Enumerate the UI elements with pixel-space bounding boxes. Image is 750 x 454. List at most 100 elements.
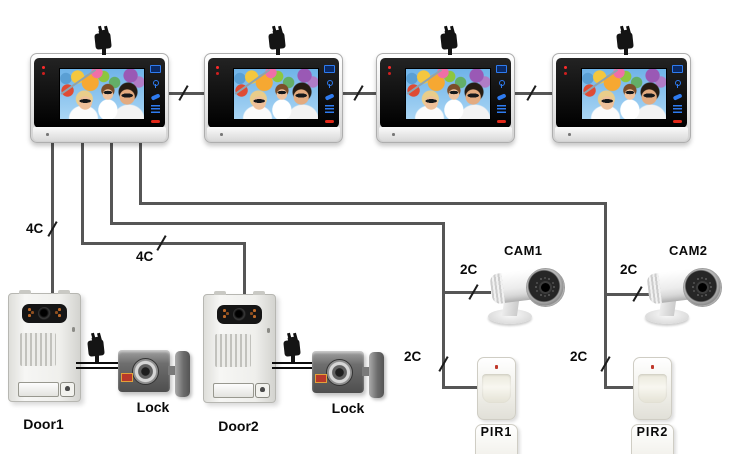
monitor-screen [233, 68, 319, 120]
indoor-monitor-3 [376, 25, 515, 143]
monitor-screen [59, 68, 145, 120]
mount-clip [214, 291, 226, 295]
wire-cam1-branch [442, 291, 491, 294]
door-station-2 [203, 291, 276, 403]
menu-icon [496, 104, 506, 113]
door-station-1 [8, 290, 81, 402]
label-pir1: PIR1 [475, 424, 518, 454]
speaker-grille [215, 334, 251, 367]
ir-led-icon [28, 308, 31, 311]
unlock-key-icon [497, 79, 506, 88]
cable-label-2c-cam1: 2C [460, 262, 478, 277]
adapter-cable [276, 48, 280, 55]
camera-bracket [501, 301, 520, 316]
cable-label-4c-door1: 4C [26, 221, 44, 236]
menu-icon [324, 104, 334, 113]
call-button [18, 382, 59, 397]
label-lock1: Lock [136, 399, 170, 415]
selfie-stick [60, 69, 96, 95]
end-call-icon [496, 119, 506, 123]
touch-button-column [495, 65, 507, 123]
talk-icon [672, 92, 682, 100]
menu-icon [672, 104, 682, 113]
lock-label-tag [121, 373, 133, 382]
mic-hole-icon [392, 133, 395, 136]
door-camera-window [217, 305, 262, 324]
power-adapter-monitor-1 [92, 25, 116, 55]
power-adapter-monitor-2 [266, 25, 290, 55]
wire-cam2-branch [604, 293, 649, 296]
end-call-icon [672, 119, 682, 123]
adapter-cable [448, 48, 452, 55]
selfie-stick [406, 69, 442, 95]
selfie-stick [582, 69, 618, 95]
pir-led-icon [495, 365, 498, 369]
lock-cylinder [326, 359, 353, 386]
strike-plate-1 [175, 351, 190, 397]
wire-cam1-pir1-trunk [442, 222, 445, 389]
menu-icon [150, 104, 160, 113]
talk-icon [324, 92, 334, 100]
unlock-key-icon [151, 79, 160, 88]
cable-label-4c-door2: 4C [136, 249, 154, 264]
status-led-icon [564, 66, 567, 69]
mount-clip [19, 290, 31, 294]
power-adapter-monitor-3 [438, 25, 462, 55]
call-button [213, 383, 254, 398]
touch-button-column [149, 65, 161, 123]
status-led-icon [42, 66, 45, 69]
pir-lens-window [482, 374, 511, 403]
camera-lens-face [526, 268, 565, 307]
wire-pir1-branch [442, 386, 480, 389]
mount-clip [58, 290, 70, 294]
electric-lock-2 [312, 351, 371, 393]
end-call-icon [150, 119, 160, 123]
pir-sensor-2 [633, 357, 672, 420]
wire-door2-horizontal [81, 242, 246, 245]
wire-monitor3-monitor4 [513, 92, 552, 95]
unlock-key-icon [325, 79, 334, 88]
monitor-screen [405, 68, 491, 120]
adapter-cable [102, 48, 106, 55]
monitor-bezel [34, 58, 165, 128]
power-adapter-lock-1 [85, 332, 109, 362]
monitor-bezel [556, 58, 687, 128]
monitor-bottom-strip [555, 127, 688, 141]
cable-label-2c-pir2: 2C [570, 349, 588, 364]
speaker-grille [20, 333, 56, 366]
lock-label-tag [315, 374, 327, 383]
selfie-stick [234, 69, 270, 95]
bell-icon [60, 382, 75, 397]
wire-cam2-vertical-1 [139, 141, 142, 205]
pir-led-icon [651, 365, 654, 369]
end-call-icon [324, 119, 334, 123]
monitor-bezel [380, 58, 511, 128]
power-adapter-monitor-4 [614, 25, 638, 55]
pir-sensor-1 [477, 357, 516, 420]
touch-button-column [671, 65, 683, 123]
monitor-view-icon [495, 65, 507, 73]
strike-plate-2 [369, 352, 384, 398]
mic-hole-icon [72, 327, 75, 332]
monitor-view-icon [323, 65, 335, 73]
camera-bracket [658, 301, 677, 316]
monitor-bottom-strip [207, 127, 340, 141]
monitor-view-icon [671, 65, 683, 73]
wire-cam1-horizontal [110, 222, 445, 225]
label-pir2: PIR2 [631, 424, 674, 454]
wire-monitor1-monitor2 [167, 92, 204, 95]
mic-hole-icon [220, 133, 223, 136]
camera-base [488, 309, 532, 324]
adapter-cable [95, 355, 99, 362]
unlock-key-icon [673, 79, 682, 88]
cable-door2-lock [272, 367, 318, 369]
status-led-icon [216, 66, 219, 69]
mic-hole-icon [267, 328, 270, 333]
indoor-monitor-1 [30, 25, 169, 143]
lock-bolt-tab [362, 367, 371, 376]
monitor-bottom-strip [379, 127, 512, 141]
status-led-icon [388, 66, 391, 69]
lock-cylinder [132, 358, 159, 385]
camera-lens-face [683, 268, 722, 307]
